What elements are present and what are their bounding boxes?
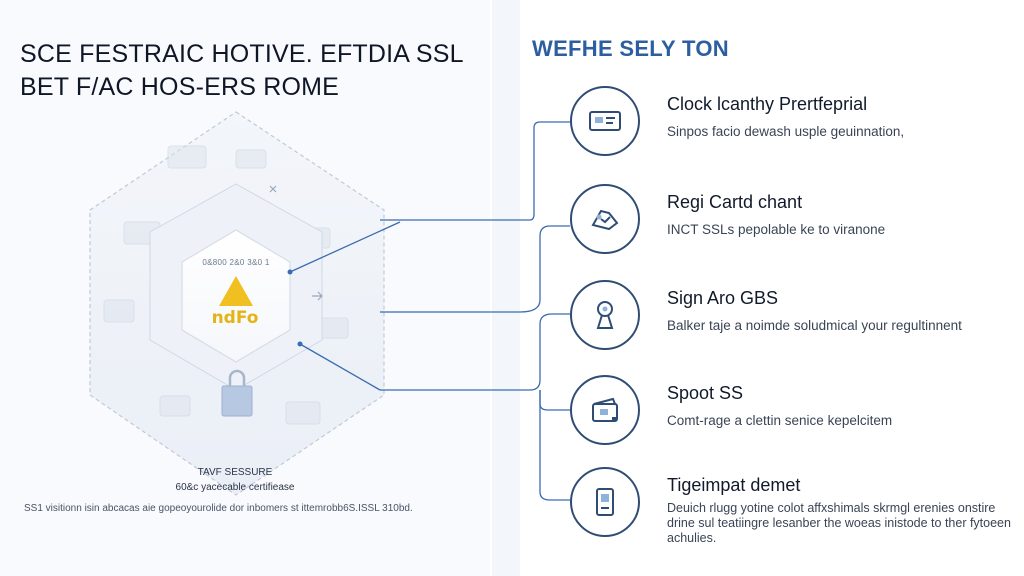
feature-title: Spoot SS [667,383,744,403]
feature-title: Tigeimpat demet [667,475,801,495]
feature-item: Regi Cartd chant INCT SSLs pepolable ke … [570,184,1010,264]
feature-title: Sign Aro GBS [667,288,779,308]
connector-lines [289,121,570,501]
feature-description: Balker taje a noimde soludmical your reg… [667,318,962,333]
panel-divider [492,0,520,576]
keyhole-icon [570,280,640,350]
warning-triangle-icon [219,276,253,306]
caption-description: SS1 visitionn isin abcacas aie gopeoyour… [24,503,413,514]
caption-title: TAVF SESSURE [197,467,273,478]
features-heading: WEFHE SELY TON [532,36,729,61]
feature-description: INCT SSLs pepolable ke to viranone [667,222,886,237]
handshake-icon [570,184,640,254]
feature-item: Spoot SS Comt-rage a clettin senice kepe… [570,375,1010,455]
feature-title: Clock lcanthy Prertfeprial [667,94,868,114]
feature-item: Sign Aro GBS Balker taje a noimde soludm… [570,280,1010,360]
connector-dots [287,269,303,347]
center-small-text: 0&800 2&0 3&0 1 [202,258,270,267]
feature-item: Tigeimpat demet Deuich rlugg yotine colo… [570,467,1011,547]
wallet-icon [570,375,640,445]
headline: SCE FESTRAIC HOTIVE. EFTDIA SSL BET F/AC… [20,38,480,104]
feature-item: Clock lcanthy Prertfeprial Sinpos facio … [570,86,1010,166]
feature-description: Comt-rage a clettin senice kepelcitem [667,413,893,428]
feature-description: Sinpos facio dewash usple geuinnation, [667,124,905,139]
feature-description: Deuich rlugg yotine colot affxshimals sk… [667,501,1011,545]
feature-title: Regi Cartd chant [667,192,803,212]
headline-line-1: SCE FESTRAIC HOTIVE. EFTDIA SSL [20,40,464,68]
arrow-icons [269,185,323,301]
device-icon [570,467,640,537]
headline-line-2: BET F/AC HOS-ERS ROME [20,73,340,101]
id-card-icon [570,86,640,156]
caption-subtitle: 60&c yacecable certifiease [175,482,295,493]
center-brand-label: ndFo [211,308,259,328]
padlock-icon [221,369,253,417]
